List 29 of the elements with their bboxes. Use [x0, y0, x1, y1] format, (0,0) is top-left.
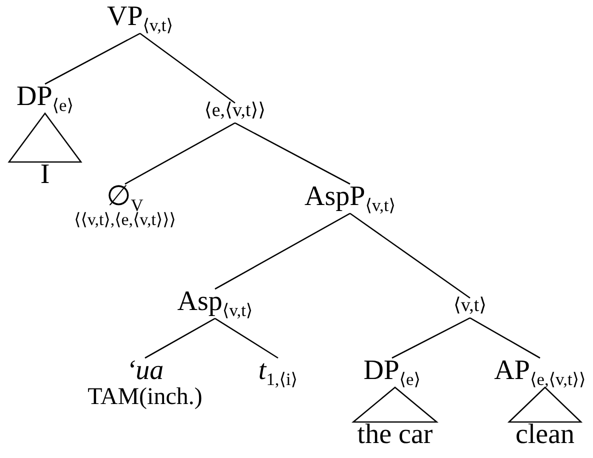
tree-label: clean — [515, 420, 575, 450]
tree-label: I — [40, 160, 50, 190]
tree-label: ∅$_{V}$ — [106, 182, 144, 212]
branch-line — [214, 318, 278, 359]
tree-label: AP$_{⟨e,⟨v,t⟩⟩}$ — [494, 356, 586, 386]
tree-label: t$_{1,⟨i⟩}$ — [258, 356, 298, 386]
branch-line — [350, 212, 470, 299]
tree-label: TAM(inch.) — [88, 385, 202, 411]
tree-label: ‘ua — [126, 356, 164, 386]
tree-label: DP$_{⟨e⟩}$ — [363, 356, 421, 386]
tree-label: AspP$_{⟨v,t⟩}$ — [304, 182, 396, 212]
tree-label: Asp$_{⟨v,t⟩}$ — [177, 287, 253, 316]
tree-label: VP$_{⟨v,t⟩}$ — [106, 2, 174, 32]
branch-line — [124, 122, 236, 185]
branch-line — [214, 212, 350, 290]
tree-label: ⟨e,⟨v,t⟩⟩ — [204, 101, 266, 121]
branch-line — [470, 317, 540, 359]
branch-line — [44, 32, 140, 85]
branch-line — [392, 317, 470, 359]
tree-label: DP$_{⟨e⟩}$ — [16, 82, 74, 112]
triangle-branch — [352, 386, 438, 423]
triangle-branch — [507, 386, 583, 423]
triangle-branch — [8, 112, 82, 163]
tree-label: ⟨v,t⟩ — [453, 296, 487, 316]
branch-line — [144, 318, 216, 359]
branch-line — [234, 122, 350, 185]
branch-line — [140, 32, 236, 104]
tree-label: the car — [357, 420, 433, 450]
tree-label: ⟨⟨v,t⟩,⟨e,⟨v,t⟩⟩⟩ — [74, 211, 176, 230]
